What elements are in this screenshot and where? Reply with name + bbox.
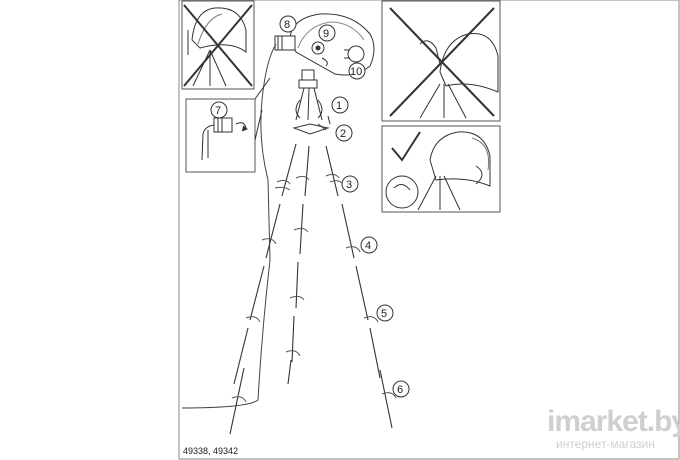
checkmark-icon (391, 131, 421, 162)
tripod-hub (292, 69, 331, 135)
watermark-tagline: интернет-магазин (556, 437, 655, 451)
model-code: 49338, 49342 (183, 446, 239, 456)
step-label: 4 (365, 240, 371, 252)
page-border (178, 0, 680, 460)
step-label: 6 (397, 384, 403, 396)
step-label: 10 (350, 66, 362, 78)
lamp-head-assembly (181, 13, 375, 409)
panel-step-7 (185, 77, 271, 173)
step-label: 9 (323, 28, 329, 40)
panel-wrong-top-left (181, 0, 255, 90)
step-label: 7 (215, 105, 221, 117)
watermark-brand: imarket.by (547, 405, 680, 438)
step-label: 8 (284, 19, 290, 31)
panel-correct (381, 125, 501, 213)
plug-icon (201, 124, 215, 161)
hand-icon (419, 40, 441, 65)
panel-wrong-top-right (381, 0, 501, 122)
step-label: 3 (346, 179, 352, 191)
step-callouts (210, 15, 410, 398)
step-label: 2 (340, 128, 346, 140)
step-label: 1 (336, 100, 342, 112)
step-label: 5 (381, 308, 387, 320)
bulb-icon (347, 45, 365, 63)
